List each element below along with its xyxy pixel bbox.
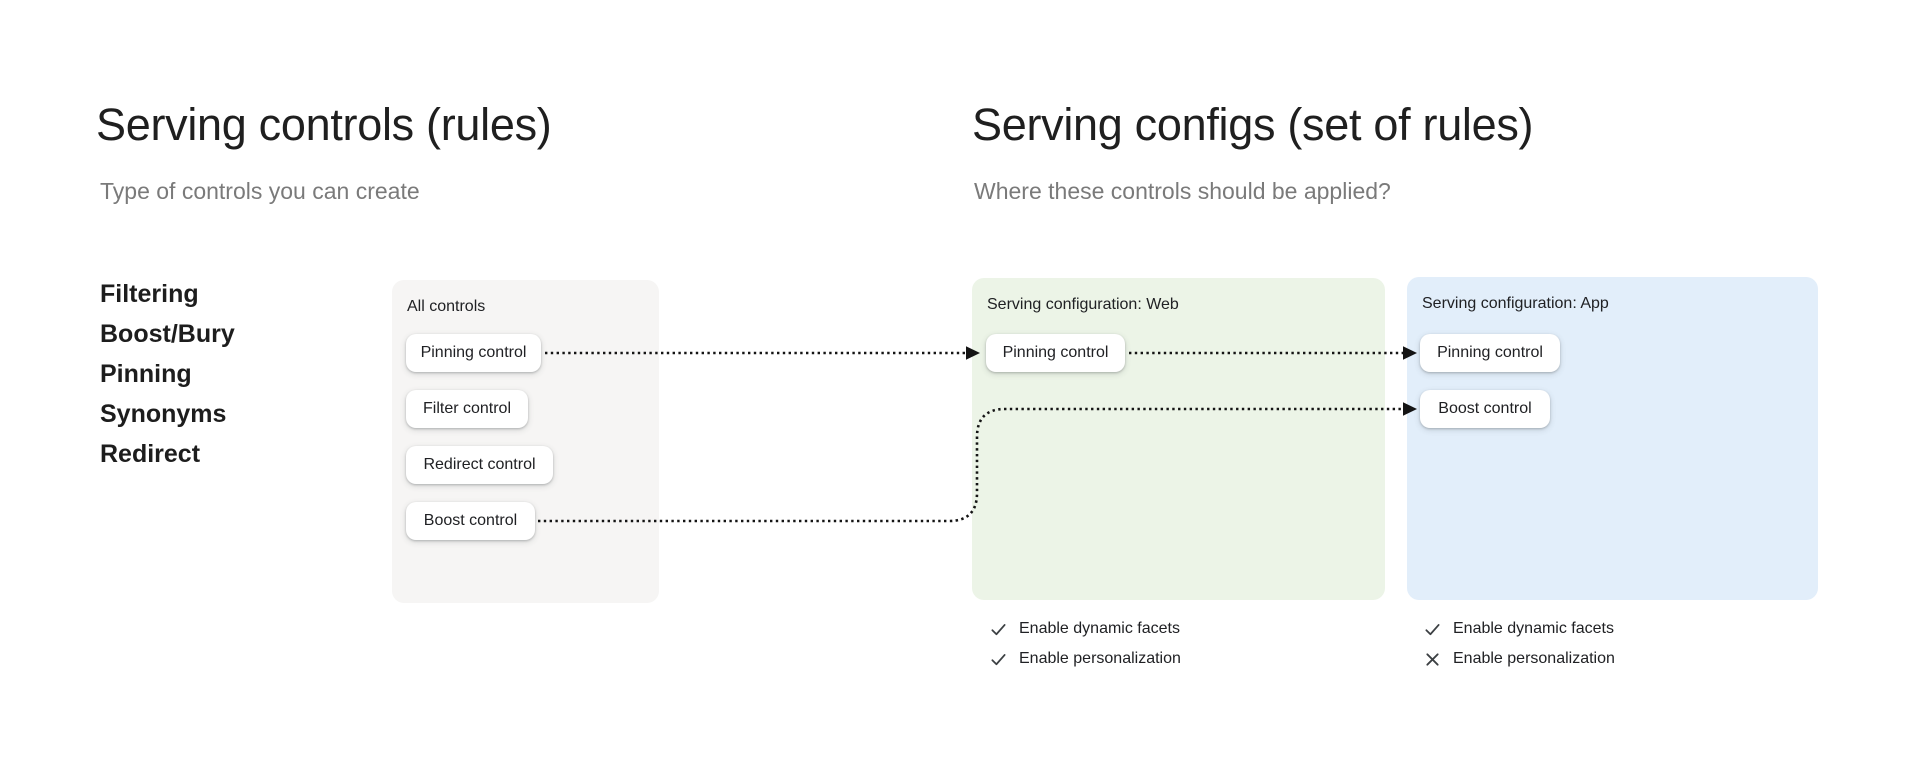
app-pinning-control-button[interactable]: Pinning control — [1420, 334, 1560, 372]
app-dynamic-facets-label: Enable dynamic facets — [1453, 620, 1614, 637]
web-personalization-label: Enable personalization — [1019, 650, 1181, 667]
web-pinning-control-button[interactable]: Pinning control — [986, 334, 1125, 372]
left-section-subtitle: Type of controls you can create — [100, 178, 420, 204]
app-dynamic-facets-row: Enable dynamic facets — [1424, 619, 1615, 639]
serving-config-web-label: Serving configuration: Web — [987, 296, 1179, 313]
right-section-subtitle: Where these controls should be applied? — [974, 178, 1391, 204]
check-icon — [1425, 623, 1440, 635]
all-controls-redirect-control-button[interactable]: Redirect control — [406, 446, 553, 484]
control-types-list: Filtering Boost/Bury Pinning Synonyms Re… — [100, 274, 235, 474]
control-type-synonyms: Synonyms — [100, 400, 227, 428]
app-personalization-label: Enable personalization — [1453, 650, 1615, 667]
serving-config-app-label: Serving configuration: App — [1422, 295, 1609, 312]
app-boost-control-button[interactable]: Boost control — [1420, 390, 1550, 428]
all-controls-card: All controls — [392, 280, 659, 603]
check-icon — [991, 653, 1006, 665]
serving-config-app-card: Serving configuration: App — [1407, 277, 1818, 600]
control-type-filtering: Filtering — [100, 280, 199, 308]
x-icon — [1426, 652, 1439, 666]
check-icon — [991, 623, 1006, 635]
left-section-title: Serving controls (rules) — [96, 99, 552, 150]
web-config-settings: Enable dynamic facets Enable personaliza… — [990, 619, 1181, 669]
serving-config-web-card: Serving configuration: Web — [972, 278, 1385, 600]
control-type-boost-bury: Boost/Bury — [100, 320, 235, 348]
all-controls-pinning-control-button[interactable]: Pinning control — [406, 334, 541, 372]
web-dynamic-facets-label: Enable dynamic facets — [1019, 620, 1180, 637]
app-config-settings: Enable dynamic facets Enable personaliza… — [1424, 619, 1615, 669]
control-type-redirect: Redirect — [100, 440, 201, 468]
right-section-title: Serving configs (set of rules) — [972, 99, 1534, 150]
all-controls-filter-control-button[interactable]: Filter control — [406, 390, 528, 428]
control-type-pinning: Pinning — [100, 360, 192, 388]
web-dynamic-facets-row: Enable dynamic facets — [990, 619, 1181, 639]
web-personalization-row: Enable personalization — [990, 649, 1181, 669]
all-controls-boost-control-button[interactable]: Boost control — [406, 502, 535, 540]
app-personalization-row: Enable personalization — [1424, 649, 1615, 669]
all-controls-card-label: All controls — [407, 298, 486, 315]
